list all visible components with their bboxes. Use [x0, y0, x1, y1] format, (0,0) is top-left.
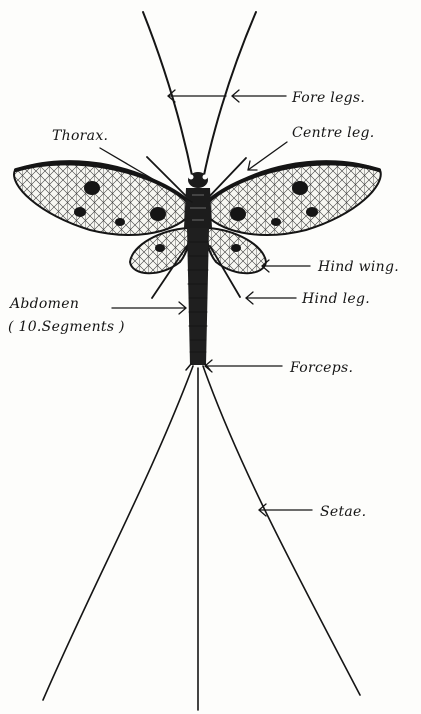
label-setae: Setae. [320, 504, 366, 520]
label-abdomen-segments: ( 10.Segments ) [8, 319, 125, 335]
label-forceps: Forceps. [289, 360, 353, 376]
setae [43, 366, 360, 710]
fore-wing-left [14, 161, 190, 235]
abdomen-body [187, 228, 209, 365]
label-centre-leg: Centre leg. [292, 125, 375, 141]
label-abdomen: Abdomen [8, 296, 79, 312]
label-fore-legs: Fore legs. [291, 90, 365, 106]
label-thorax: Thorax. [52, 128, 108, 144]
label-hind-wing: Hind wing. [317, 259, 399, 275]
label-hind-leg: Hind leg. [301, 291, 370, 307]
